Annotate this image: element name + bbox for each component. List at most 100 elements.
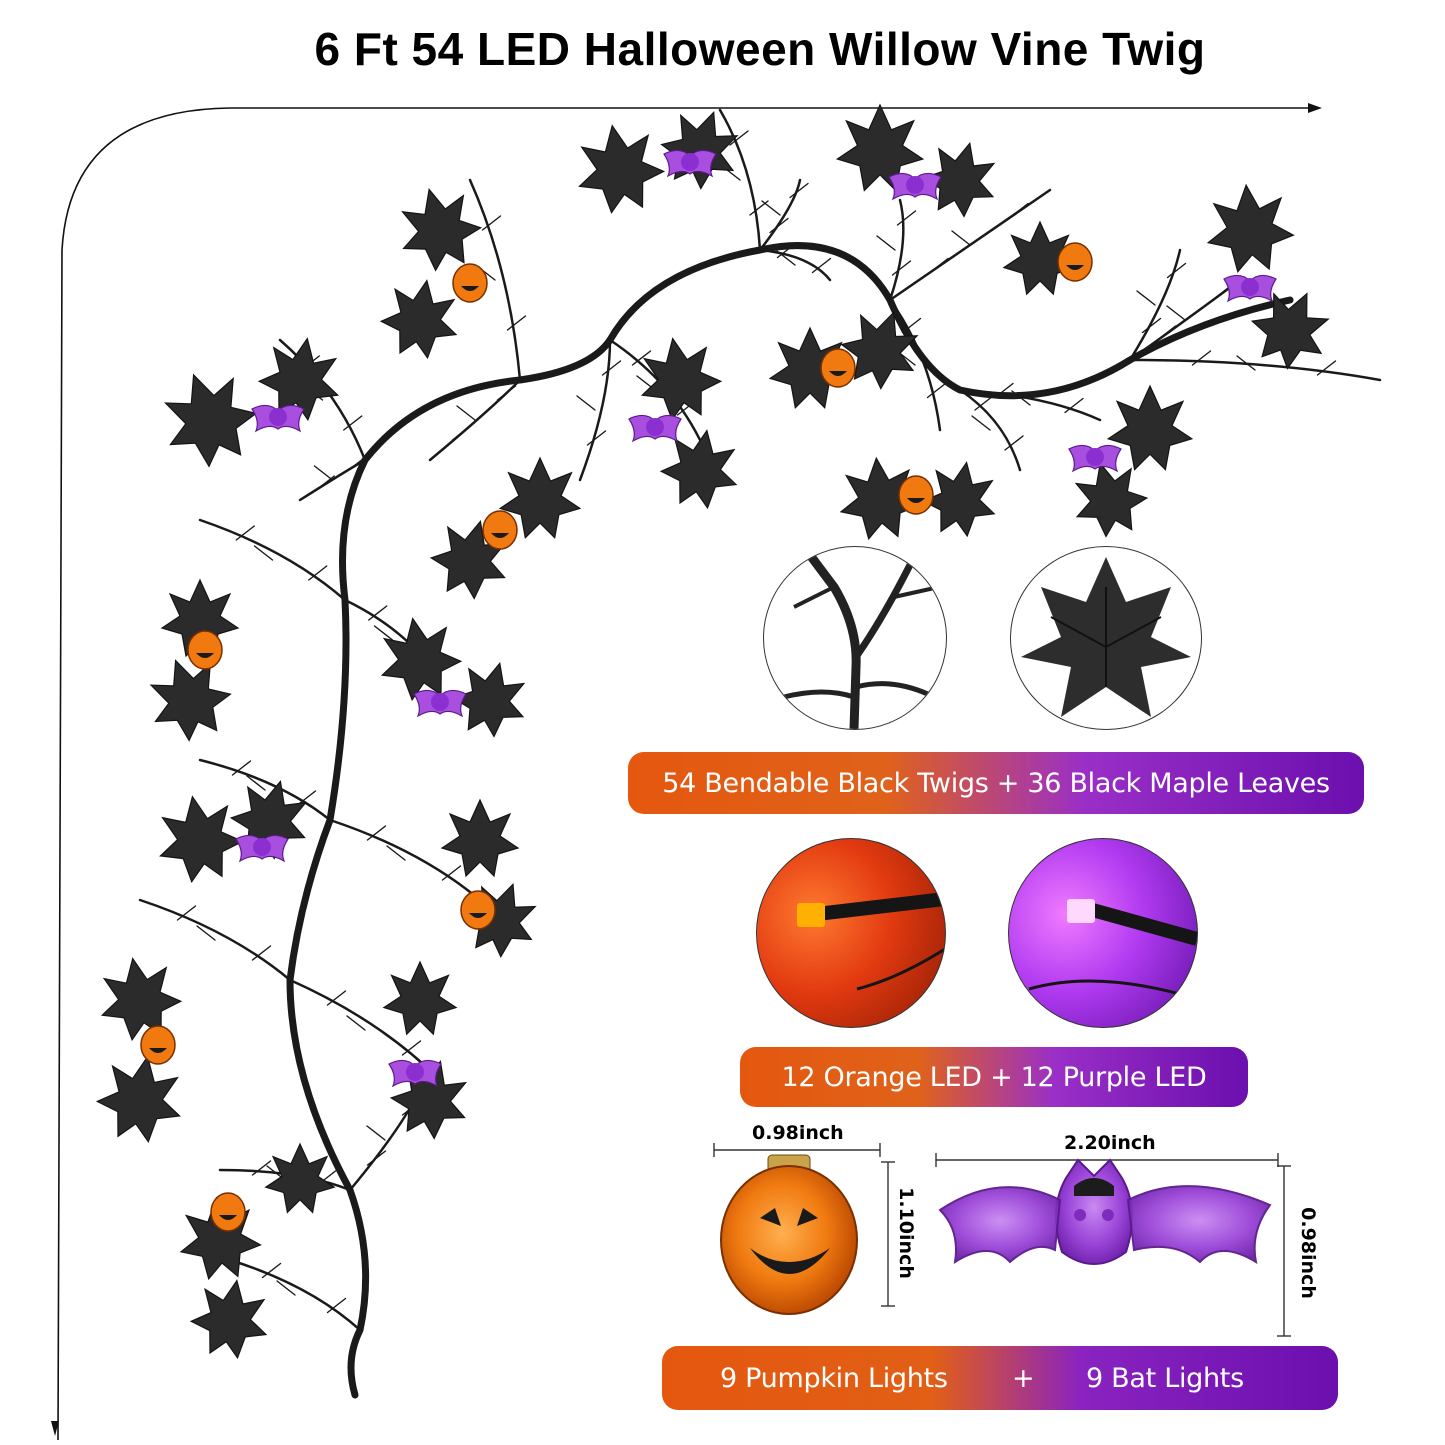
twig-fork — [994, 382, 1014, 399]
maple-leaf — [1074, 461, 1149, 538]
maple-leaf — [840, 311, 919, 390]
twig — [1128, 358, 1382, 382]
twig-fork — [974, 395, 994, 411]
twig — [888, 298, 942, 432]
twig-fork — [1191, 350, 1212, 366]
maple-leaf — [640, 337, 723, 422]
maple-leaf — [835, 103, 925, 192]
twig-fork — [401, 1040, 422, 1056]
bat-body — [406, 1063, 424, 1081]
twig-fork — [346, 1015, 366, 1031]
twig — [468, 178, 522, 382]
twig — [758, 178, 802, 252]
twig-fork — [251, 945, 272, 961]
twig-fork — [261, 1262, 282, 1279]
twig-fork — [1009, 202, 1029, 219]
bat-body — [253, 838, 271, 856]
twig-fork — [343, 415, 363, 431]
bat-body — [1086, 448, 1104, 466]
twig-fork — [1156, 325, 1177, 341]
twig — [198, 518, 347, 602]
maple-leaf — [382, 960, 458, 1036]
twig-fork — [1136, 290, 1156, 306]
twig-fork — [441, 865, 462, 881]
twig-fork — [929, 257, 949, 274]
page-title: 6 Ft 54 LED Halloween Willow Vine Twig — [314, 23, 1206, 75]
twig-fork — [729, 130, 749, 146]
twig — [958, 388, 1022, 472]
twig — [198, 758, 332, 822]
pumpkin-face — [219, 1215, 237, 1220]
twig-fork — [631, 350, 652, 366]
maple-leaf — [1250, 292, 1330, 370]
twig-fork — [891, 260, 912, 276]
pumpkin-face — [907, 498, 925, 503]
twig-fork — [789, 182, 809, 199]
twig-fork — [1141, 317, 1162, 334]
maple-leaf — [164, 373, 258, 468]
maple-leaf — [578, 124, 666, 214]
pumpkin-face — [196, 653, 214, 658]
pumpkin-face — [461, 286, 479, 291]
twig-fork — [776, 242, 797, 259]
maple-leaf — [264, 1142, 336, 1214]
pumpkin-face — [829, 371, 847, 376]
leds-banner-text: 12 Orange LED + 12 Purple LED — [781, 1061, 1207, 1093]
twig-fork — [251, 1160, 272, 1176]
twig-fork — [366, 1150, 387, 1166]
pumpkin-light-mark — [482, 510, 518, 550]
twig-fork — [246, 775, 266, 791]
twig — [888, 188, 1052, 302]
pumpkin-light-mark — [820, 348, 856, 388]
twig — [228, 1258, 362, 1332]
maple-leaf — [440, 798, 520, 878]
bat-body — [906, 176, 924, 194]
twig-fork — [496, 385, 517, 401]
twig-fork — [1064, 397, 1084, 414]
twig — [718, 108, 762, 252]
orange-led-circle — [756, 838, 946, 1028]
maple-leaf — [189, 1279, 268, 1360]
maple-leaf — [921, 141, 996, 218]
twigs-leaves-banner: 54 Bendable Black Twigs + 36 Black Maple… — [628, 752, 1364, 814]
bat-width-label: 2.20inch — [1064, 1132, 1156, 1154]
twig-fork — [586, 430, 607, 446]
bat-body — [431, 693, 449, 711]
twig-fork — [308, 565, 328, 581]
twig-fork — [276, 1280, 296, 1296]
pumpkin-light-mark — [140, 1025, 176, 1065]
maple-leaf — [839, 456, 922, 541]
bat-body — [1241, 278, 1259, 296]
twig-fork — [481, 215, 502, 231]
pumpkin-width-label: 0.98inch — [752, 1122, 844, 1144]
twig-fork — [776, 250, 796, 266]
twig-fork — [1316, 360, 1337, 376]
twig-fork — [576, 395, 596, 411]
maple-leaf — [498, 456, 582, 540]
twig-fork — [315, 475, 335, 491]
twig-fork — [386, 845, 406, 861]
twig-fork — [896, 210, 917, 226]
pumpkin-face — [491, 533, 509, 538]
twig-fork — [313, 465, 334, 481]
twig-fork — [901, 317, 922, 334]
twig-fork — [1166, 262, 1187, 279]
twig-fork — [601, 360, 622, 376]
twig — [758, 248, 832, 282]
bat-body — [681, 153, 699, 171]
twig-fork — [451, 425, 472, 441]
purple-led-circle — [1008, 838, 1198, 1028]
twig-fork — [926, 382, 947, 399]
pumpkin-light-mark — [452, 263, 488, 303]
pumpkin-bat-banner: 9 Pumpkin Lights + 9 Bat Lights — [662, 1346, 1338, 1410]
leaf-detail-circle — [1010, 546, 1202, 730]
twig-fork — [456, 405, 476, 421]
twig — [888, 198, 905, 302]
maple-leaf — [100, 957, 183, 1042]
twig-fork — [1211, 285, 1232, 301]
bat-lights-text: 9 Bat Lights — [1086, 1362, 1244, 1394]
twig-fork — [235, 525, 255, 541]
